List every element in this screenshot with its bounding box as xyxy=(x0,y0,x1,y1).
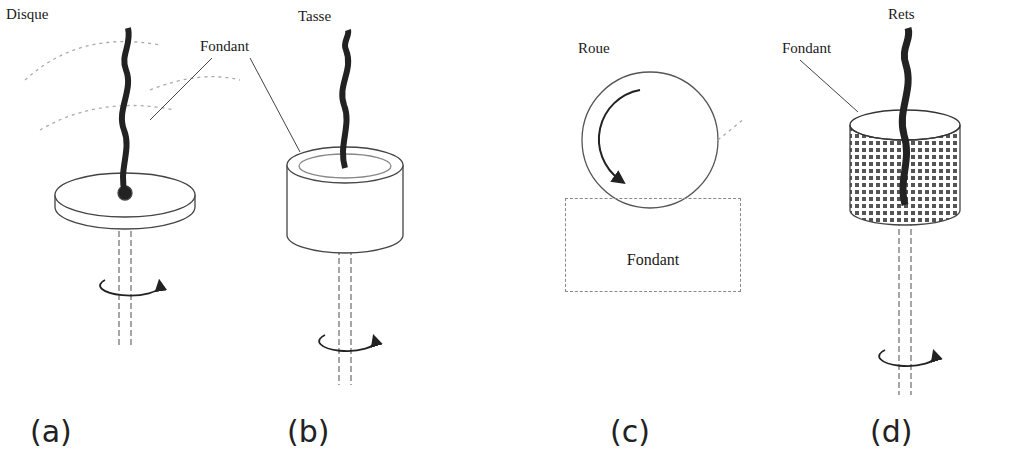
figure-letter: (a) xyxy=(30,415,72,448)
figure-letter: (b) xyxy=(287,415,329,448)
wheel-spinner xyxy=(582,72,745,208)
part-name: Tasse xyxy=(298,8,331,25)
material-label: Fondant xyxy=(782,40,831,57)
net-spinner xyxy=(850,28,960,395)
part-name: Rets xyxy=(888,6,915,23)
cup-spinner xyxy=(287,30,403,385)
part-name: Disque xyxy=(6,6,49,23)
figure-letter: (d) xyxy=(870,415,912,448)
node-text: Fondant xyxy=(621,251,685,291)
melt-bath-box: Fondant xyxy=(565,198,741,292)
disk-spinner xyxy=(25,28,240,345)
figure-letter: (c) xyxy=(610,415,650,448)
part-name: Roue xyxy=(578,40,610,57)
material-label: Fondant xyxy=(200,38,249,55)
leader-lines xyxy=(150,58,858,152)
